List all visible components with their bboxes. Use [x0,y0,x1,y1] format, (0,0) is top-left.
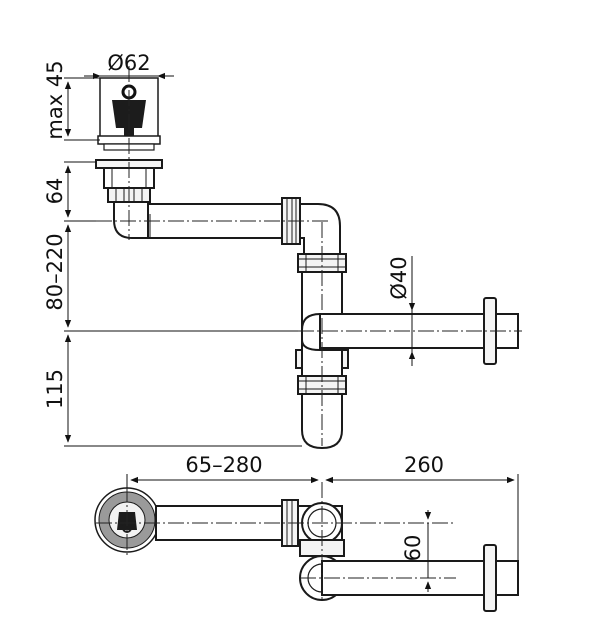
dimension-max-height: max 45 [43,60,100,141]
trap-depth-label: 115 [43,369,67,409]
max-height-label: max 45 [43,60,67,139]
dimension-drop-range: 80–220 [43,224,298,332]
dimension-flange-height: 64 [43,161,96,222]
dimension-outlet-offset: 60 [401,510,432,592]
dimension-horizontal-offset: 65–280 [126,453,319,488]
right-elbow [299,203,341,257]
top-elbow [297,502,345,557]
dimension-outlet-diameter: Ø40 [387,256,416,366]
strainer-diameter-label: Ø62 [107,51,150,75]
drop-range-label: 80–220 [43,233,67,310]
horizontal-offset-label: 65–280 [185,453,262,477]
upper-elbow [113,201,151,239]
outlet-offset-label: 60 [401,535,425,562]
top-outlet-flange [483,544,497,612]
dimension-strainer-diameter: Ø62 [84,51,174,80]
outlet-diameter-label: Ø40 [387,256,411,299]
flange-height-label: 64 [43,178,67,205]
top-view [94,482,519,612]
dimension-outlet-length: 260 [325,453,519,560]
outlet-length-label: 260 [404,453,444,477]
dimension-trap-depth: 115 [43,334,302,447]
front-view [95,66,522,450]
